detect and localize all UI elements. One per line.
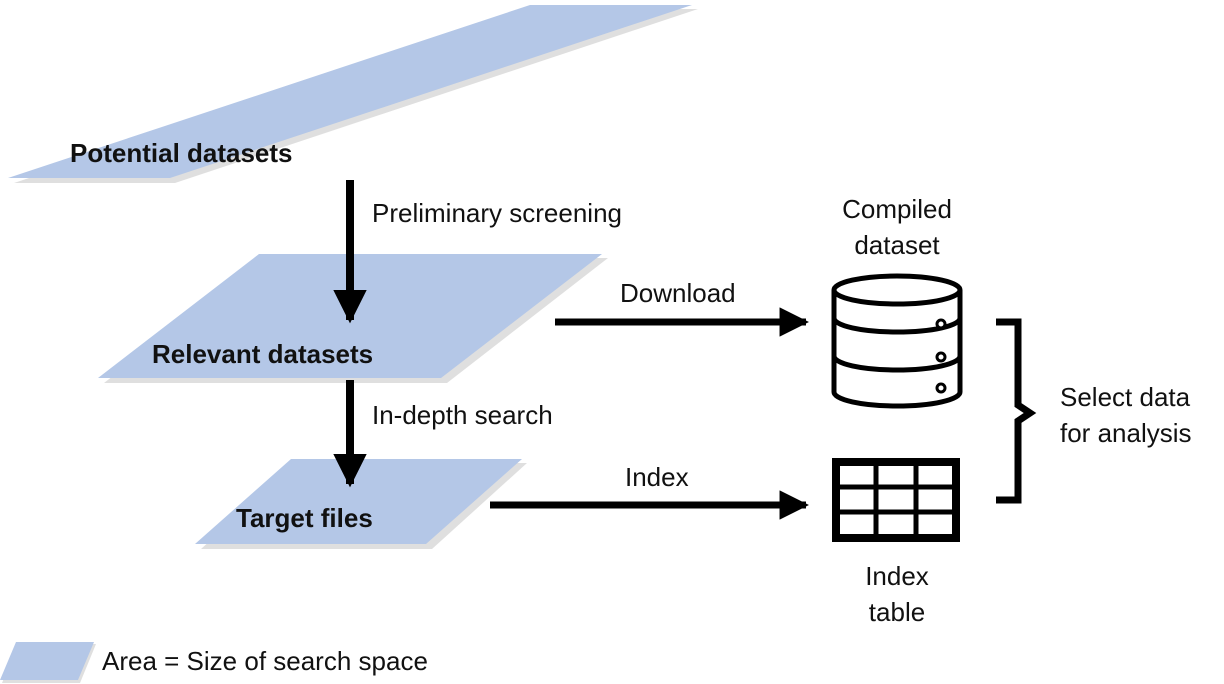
stage-potential-shape <box>8 5 698 183</box>
legend-label: Area = Size of search space <box>102 646 428 676</box>
select-data-label-line2: for analysis <box>1060 418 1192 448</box>
index-table-label-line1: Index <box>865 561 929 591</box>
database-icon <box>831 273 963 409</box>
bracket-icon <box>996 318 1037 504</box>
compiled-dataset-label-line1: Compiled <box>842 194 952 224</box>
legend-swatch <box>0 642 96 683</box>
stage-relevant-label: Relevant datasets <box>152 339 373 369</box>
table-icon <box>832 458 960 542</box>
stage-potential-label: Potential datasets <box>70 138 293 168</box>
step-indepth-label: In-depth search <box>372 400 553 430</box>
step-index-label: Index <box>625 462 689 492</box>
stage-target-shape <box>195 459 527 549</box>
select-data-label-line1: Select data <box>1060 382 1191 412</box>
stage-target-label: Target files <box>236 503 373 533</box>
step-download-label: Download <box>620 278 736 308</box>
compiled-dataset-label-line2: dataset <box>854 230 940 260</box>
index-table-label-line2: table <box>869 597 925 627</box>
step-preliminary-label: Preliminary screening <box>372 198 622 228</box>
